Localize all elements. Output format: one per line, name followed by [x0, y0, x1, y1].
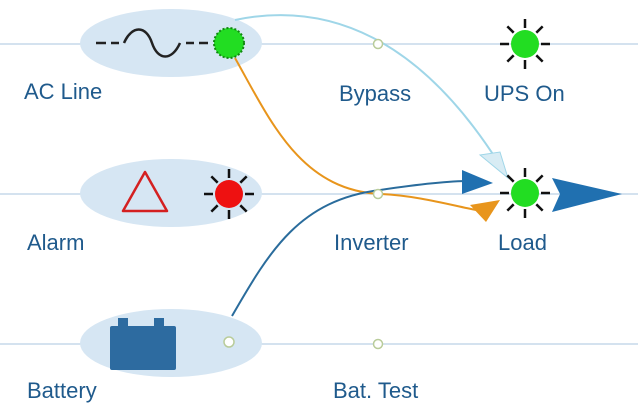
- ac-line-indicator: [213, 27, 245, 59]
- load-indicator: [500, 168, 550, 218]
- ac-to-inverter-path: [234, 57, 477, 211]
- ups-on-label: UPS On: [484, 81, 565, 106]
- bypass-arrowhead: [478, 151, 509, 180]
- alarm-indicator: [204, 169, 254, 219]
- inverter-arrowhead: [462, 170, 493, 194]
- ac_line-led: [213, 27, 245, 59]
- bat-test-node: [372, 338, 384, 350]
- inverter-node: [372, 188, 384, 200]
- load-led: [511, 179, 539, 207]
- ups_on-led: [511, 30, 539, 58]
- ups_on-led-ray: [506, 25, 515, 34]
- ac-line-bubble: [80, 9, 262, 77]
- alarm-led-ray: [239, 175, 248, 184]
- load-led-ray: [506, 174, 515, 183]
- battery-to-inverter-path: [231, 180, 471, 317]
- ups_on-led-ray: [535, 54, 544, 63]
- battery-label: Battery: [27, 378, 97, 403]
- battery-icon: [110, 318, 176, 370]
- battery-indicator: [223, 336, 235, 348]
- ups-on-indicator: [500, 19, 550, 69]
- load-led-ray: [535, 203, 544, 212]
- ups_on-led-ray: [535, 25, 544, 34]
- alarm-label: Alarm: [27, 230, 85, 255]
- inverter-label: Inverter: [334, 230, 409, 255]
- load-led-ray: [535, 174, 544, 183]
- ac-sine-wave-icon: [96, 28, 208, 58]
- bat-test-label: Bat. Test: [333, 378, 419, 403]
- load-led-ray: [506, 203, 515, 212]
- bypass-path: [234, 14, 499, 163]
- battery-led: [223, 336, 235, 348]
- alarm-led-ray: [239, 204, 248, 213]
- ac-inverter-arrowhead: [470, 200, 500, 222]
- flow-paths: [231, 14, 499, 317]
- output-arrow-icon: [552, 178, 622, 212]
- arrowheads: [462, 151, 509, 222]
- alarm-led: [215, 180, 243, 208]
- ups_on-led-ray: [506, 54, 515, 63]
- alarm-led-ray: [210, 204, 219, 213]
- load-label: Load: [498, 230, 547, 255]
- bypass-node: [372, 38, 384, 50]
- alarm-led-ray: [210, 175, 219, 184]
- node-dots: [372, 38, 384, 350]
- warning-triangle-icon: [121, 170, 169, 213]
- bypass-label: Bypass: [339, 81, 412, 106]
- ac-line-label: AC Line: [24, 79, 103, 104]
